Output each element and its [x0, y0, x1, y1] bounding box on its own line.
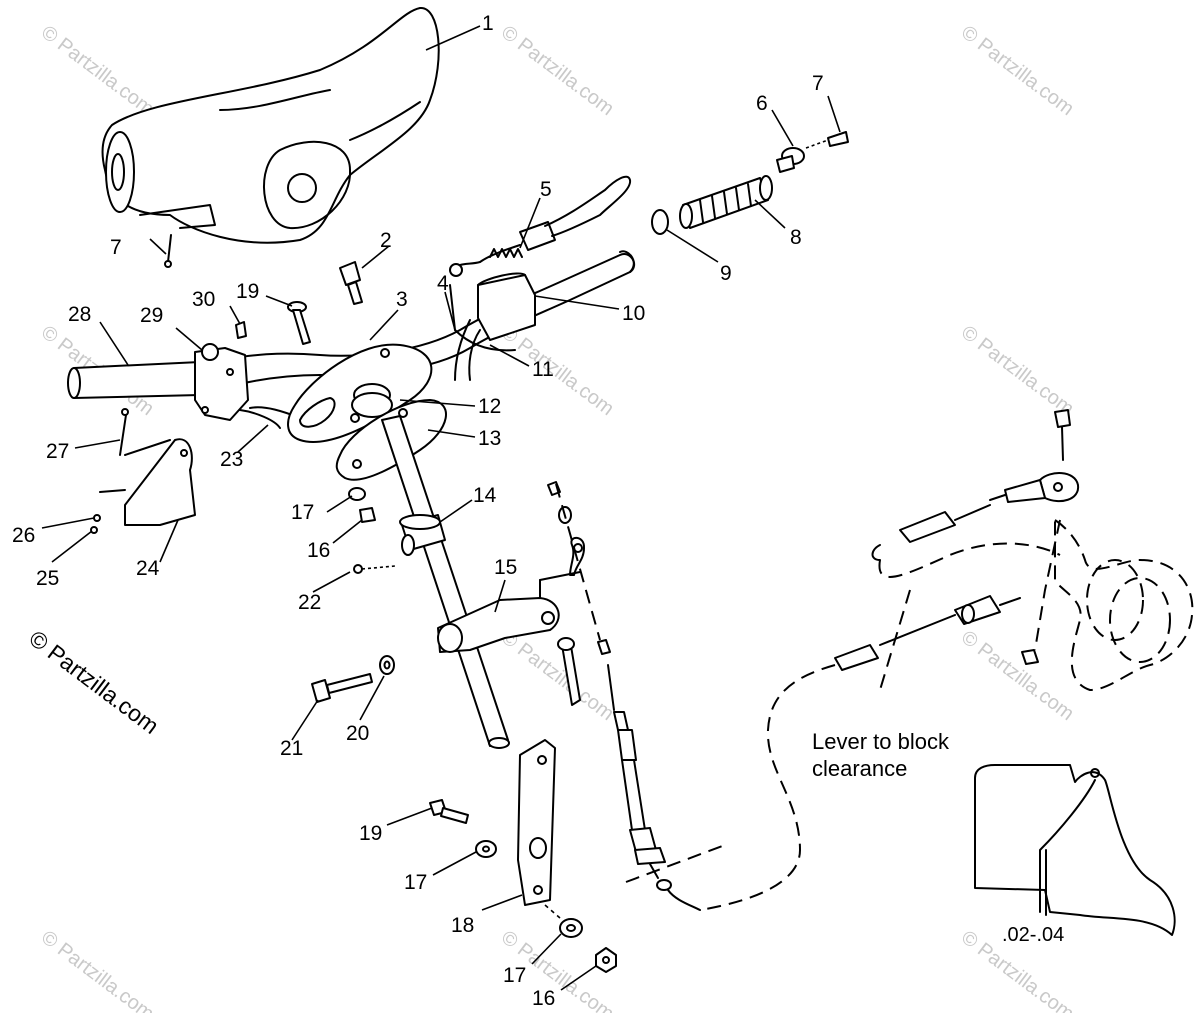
throttle-lever — [90, 408, 196, 534]
callout-7-right: 7 — [812, 72, 824, 95]
arm-hardware — [539, 481, 611, 706]
callout-25: 25 — [36, 567, 59, 590]
callout-7-left: 7 — [110, 236, 122, 259]
callout-26: 26 — [12, 524, 35, 547]
callout-5: 5 — [540, 178, 552, 201]
watermark: © Partzilla.com — [37, 21, 158, 120]
watermark: © Partzilla.com — [37, 926, 158, 1013]
switch-housing — [454, 272, 536, 381]
callout-2: 2 — [380, 229, 392, 252]
watermark: © Partzilla.com — [497, 21, 618, 120]
callout-22: 22 — [298, 591, 321, 614]
callout-8: 8 — [790, 226, 802, 249]
set-screw — [235, 321, 247, 339]
callout-21: 21 — [280, 737, 303, 760]
washer-nut-upper — [348, 487, 376, 523]
clearance-inset — [974, 764, 1176, 936]
callout-17-lower: 17 — [503, 964, 526, 987]
callout-15: 15 — [494, 556, 517, 579]
callout-11: 11 — [532, 358, 554, 381]
watermark: © Partzilla.com — [497, 321, 618, 420]
callout-10: 10 — [622, 302, 645, 325]
bolt-2 — [339, 261, 363, 305]
callout-24: 24 — [136, 557, 160, 580]
callout-18: 18 — [451, 914, 474, 937]
screw-7-left — [164, 234, 172, 268]
handlebar-pad — [101, 6, 440, 244]
bolt-19-upper — [287, 301, 311, 345]
callout-30: 30 — [192, 288, 215, 311]
callout-29: 29 — [140, 304, 163, 327]
watermark: © Partzilla.com — [957, 21, 1078, 120]
screw-22 — [353, 564, 396, 574]
throttle-cable — [555, 483, 726, 911]
steering-arm — [437, 597, 560, 653]
callout-14: 14 — [473, 484, 497, 507]
bolt-21 — [311, 655, 395, 703]
callout-17-upper: 17 — [291, 501, 314, 524]
callout-4: 4 — [437, 272, 449, 295]
lever-clearance-note: Lever to block clearance — [812, 728, 1012, 782]
right-grip-assembly — [651, 131, 849, 235]
callout-17-middle: 17 — [404, 871, 427, 894]
callout-28: 28 — [68, 303, 91, 326]
watermark: © Partzilla.com — [957, 321, 1078, 420]
callout-6: 6 — [756, 92, 768, 115]
callout-1: 1 — [482, 12, 494, 35]
bracket — [517, 739, 556, 906]
callout-16-lower: 16 — [532, 987, 555, 1010]
callout-20: 20 — [346, 722, 369, 745]
callouts: 1 2 3 4 5 6 7 7 8 9 10 11 12 13 14 15 16… — [12, 12, 824, 1010]
callout-19-lower: 19 — [359, 822, 382, 845]
callout-9: 9 — [720, 262, 732, 285]
callout-12: 12 — [478, 395, 501, 418]
carburetor-linkage — [699, 409, 1194, 911]
bolt-19-lower — [429, 799, 497, 858]
clearance-value: .02-.04 — [1002, 924, 1065, 946]
steering-column — [381, 415, 510, 749]
note-line-1: Lever to block — [812, 729, 949, 754]
watermark: © Partzilla.com — [957, 626, 1078, 725]
handlebar-cables — [449, 284, 516, 352]
callout-19-upper: 19 — [236, 280, 259, 303]
tether-switch — [449, 175, 632, 277]
collar — [399, 514, 446, 556]
callout-16-upper: 16 — [307, 539, 330, 562]
callout-27: 27 — [46, 440, 69, 463]
callout-23: 23 — [220, 448, 243, 471]
callout-13: 13 — [478, 427, 501, 450]
note-line-2: clearance — [812, 756, 908, 781]
callout-3: 3 — [396, 288, 408, 311]
leader-lines — [41, 25, 841, 991]
